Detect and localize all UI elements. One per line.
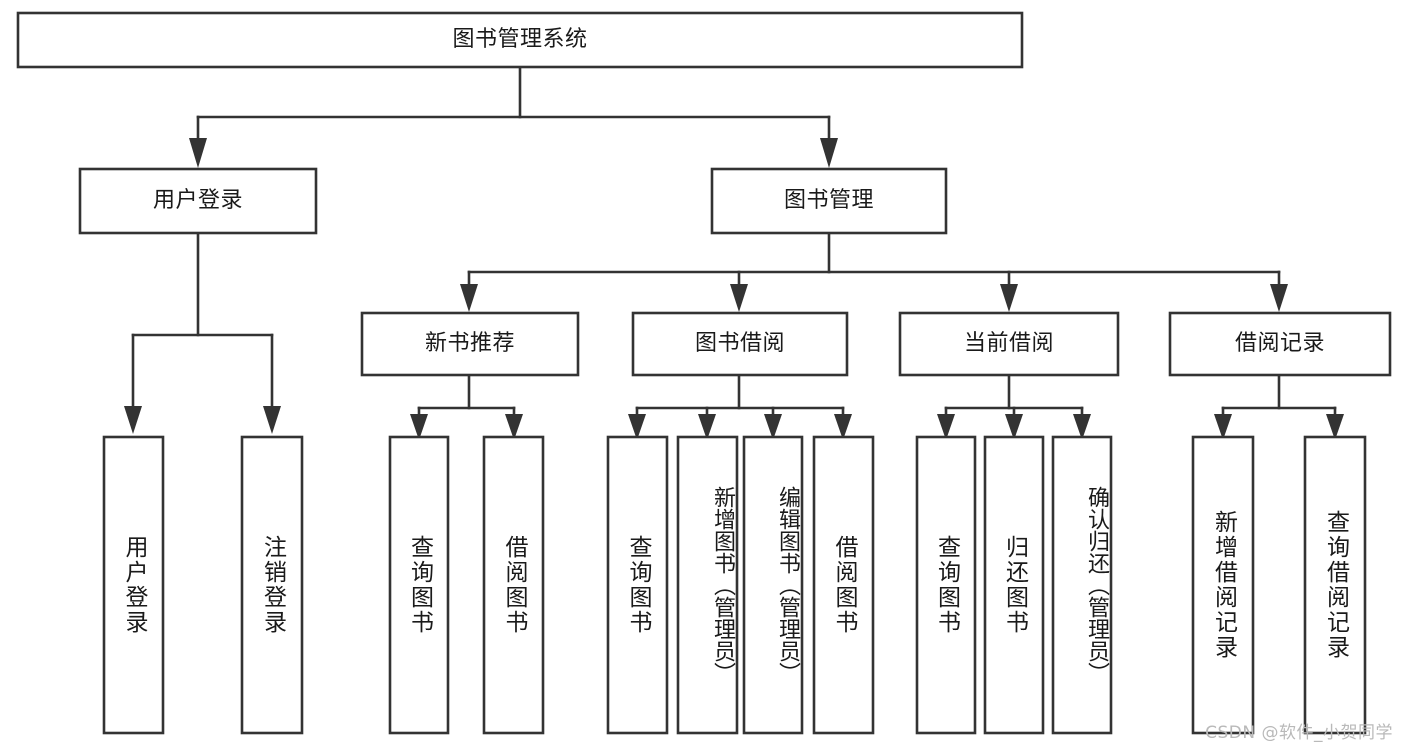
node-box-leaf-query-record[interactable] bbox=[1303, 435, 1367, 735]
node-box-book-borrow[interactable] bbox=[631, 311, 849, 377]
arrow-head-leaf-user-login bbox=[124, 406, 142, 434]
arrow-head-leaf-query-book-2 bbox=[628, 414, 646, 440]
node-box-leaf-query-book-2[interactable] bbox=[606, 435, 669, 735]
arrow-head-current-borrow bbox=[1000, 284, 1018, 312]
arrow-head-leaf-query-book-3 bbox=[937, 414, 955, 440]
node-box-leaf-add-book[interactable] bbox=[676, 435, 739, 735]
node-box-borrow-record[interactable] bbox=[1168, 311, 1392, 377]
arrow-head-leaf-return-book bbox=[1005, 414, 1023, 440]
arrow-head-borrow-record bbox=[1270, 284, 1288, 312]
arrow-head-leaf-add-record bbox=[1214, 414, 1232, 440]
arrow-head-book-manage bbox=[820, 138, 838, 168]
node-box-current-borrow[interactable] bbox=[898, 311, 1120, 377]
arrow-head-leaf-query-book-1 bbox=[410, 414, 428, 440]
node-box-leaf-user-login[interactable] bbox=[102, 435, 165, 735]
watermark-text: CSDN @软件_小贺同学 bbox=[1205, 723, 1393, 743]
arrow-head-user-login bbox=[189, 138, 207, 168]
node-box-leaf-borrow-book-1[interactable] bbox=[482, 435, 545, 735]
arrow-head-new-book-rec bbox=[460, 284, 478, 312]
arrow-head-leaf-logout bbox=[263, 406, 281, 434]
node-box-leaf-add-record[interactable] bbox=[1191, 435, 1255, 735]
connector-borrow-record-to-leaves bbox=[1214, 373, 1344, 440]
arrow-head-leaf-borrow-book-2 bbox=[834, 414, 852, 440]
connector-book-borrow-to-leaves bbox=[628, 373, 852, 440]
arrow-head-leaf-add-book bbox=[698, 414, 716, 440]
arrow-head-book-borrow bbox=[730, 284, 748, 312]
node-box-leaf-query-book-1[interactable] bbox=[388, 435, 450, 735]
node-box-book-manage[interactable] bbox=[710, 167, 948, 235]
node-box-leaf-return-book[interactable] bbox=[983, 435, 1045, 735]
node-box-leaf-confirm-return[interactable] bbox=[1051, 435, 1113, 735]
node-box-user-login[interactable] bbox=[78, 167, 318, 235]
arrow-head-leaf-confirm-return bbox=[1073, 414, 1091, 440]
arrow-head-leaf-borrow-book-1 bbox=[505, 414, 523, 440]
arrow-head-leaf-query-record bbox=[1326, 414, 1344, 440]
connector-new-book-rec-to-leaves bbox=[410, 373, 523, 440]
node-box-leaf-query-book-3[interactable] bbox=[915, 435, 977, 735]
connector-root-to-level1 bbox=[189, 65, 838, 168]
node-box-leaf-logout[interactable] bbox=[240, 435, 304, 735]
connector-book-manage-to-level2 bbox=[460, 231, 1288, 312]
connector-user-login-to-leaves bbox=[124, 231, 281, 434]
node-box-root[interactable] bbox=[16, 11, 1024, 69]
node-box-new-book-rec[interactable] bbox=[360, 311, 580, 377]
node-box-leaf-edit-book[interactable] bbox=[742, 435, 804, 735]
node-box-leaf-borrow-book-2[interactable] bbox=[812, 435, 875, 735]
arrow-head-leaf-edit-book bbox=[764, 414, 782, 440]
connector-current-borrow-to-leaves bbox=[937, 373, 1091, 440]
